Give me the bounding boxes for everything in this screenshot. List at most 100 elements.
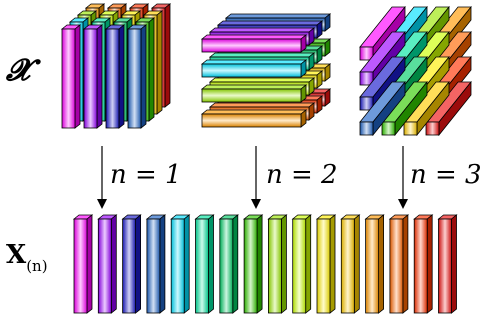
unfolding-arrows: [97, 146, 408, 209]
matrix-column-front: [267, 218, 282, 314]
matrix-column: [267, 214, 288, 314]
matrix-column-side: [280, 214, 287, 314]
matrix-column: [291, 214, 312, 314]
matrix-column-side: [329, 214, 336, 314]
cube1-slice-side: [140, 24, 147, 129]
matrix-column-side: [208, 214, 214, 314]
cube2-slab-top: [200, 59, 308, 65]
mode-1-label: n = 1: [110, 160, 182, 190]
tensor-cube-lateral-fibers: [359, 5, 472, 137]
tensor-cube-horizontal-slices: [200, 13, 332, 128]
cube2-slab-top: [208, 102, 316, 108]
unfolding-subscript: (n): [26, 257, 48, 275]
cube2-slab-top: [200, 84, 308, 90]
cube2-slab-front: [201, 38, 302, 53]
matrix-column-side: [183, 214, 190, 314]
cube2-slab: [200, 34, 308, 53]
tensor-label: 𝓧: [6, 53, 31, 88]
cube3-fiber: [359, 80, 406, 137]
mode-2-label: n = 2: [266, 160, 338, 190]
matrix-column-side: [86, 214, 93, 314]
matrix-column: [315, 214, 337, 314]
matrix-column: [364, 214, 385, 314]
cube1-slice-side: [96, 24, 103, 129]
cube1-slice-side: [118, 24, 125, 129]
matrix-column-front: [146, 218, 161, 314]
matrix-column: [145, 214, 167, 314]
cube1-slice: [126, 24, 148, 129]
matrix-column-side: [135, 214, 142, 314]
cube2-slab-top: [200, 109, 308, 115]
cube3-fiber-front: [359, 96, 374, 111]
cube1-slice: [104, 24, 126, 129]
cube2-slab-front: [201, 63, 302, 78]
matrix-column-front: [97, 218, 112, 314]
cube3-fiber-front: [359, 46, 374, 61]
unfolding-base: X: [6, 240, 27, 270]
matrix-column-front: [340, 218, 355, 314]
mode-1-arrow-head: [97, 199, 107, 209]
cube1-slice-side: [164, 3, 171, 108]
matrix-column-side: [426, 214, 433, 314]
matrix-column-front: [243, 218, 258, 314]
cube3-fiber-front: [359, 121, 374, 136]
cube1-slice: [60, 24, 82, 129]
matrix-column-front: [316, 218, 331, 314]
cube2-slab-top: [216, 20, 324, 26]
mode-3-arrow-head: [398, 199, 408, 209]
cube2-slab-top: [208, 77, 316, 83]
cube1-slice-front: [127, 28, 142, 129]
matrix-column-front: [438, 218, 452, 314]
matrix-column-front: [219, 218, 234, 314]
matrix-column: [121, 214, 142, 314]
matrix-column-side: [232, 214, 239, 314]
unfolded-matrix: [72, 214, 458, 314]
cube3-fiber-front: [359, 71, 374, 86]
cube3-fiber: [403, 80, 450, 137]
matrix-column: [340, 214, 361, 314]
tensor-cube-frontal-slices: [60, 3, 172, 129]
cube2-slab-top: [200, 34, 308, 40]
cube2-slab-front: [201, 88, 302, 103]
cube2-slab: [200, 109, 308, 128]
cube3-fiber-front: [381, 121, 396, 136]
cube3-fiber: [425, 80, 472, 137]
matrix-column: [242, 214, 264, 314]
matrix-column: [194, 214, 215, 314]
matrix-column: [97, 214, 118, 314]
matrix-column: [218, 214, 239, 314]
matrix-column-front: [292, 218, 307, 314]
matrix-column: [170, 214, 191, 314]
mode-2-arrow-head: [251, 199, 261, 209]
cube2-slab-top: [224, 13, 332, 19]
cube3-fiber-front: [425, 121, 440, 136]
matrix-column-side: [451, 214, 457, 314]
matrix-column-side: [159, 214, 166, 314]
cube3-fiber: [381, 80, 428, 137]
cube3-fiber-front: [403, 121, 418, 136]
matrix-column-side: [305, 214, 312, 314]
matrix-column-side: [353, 214, 360, 314]
cube1-slice: [82, 24, 104, 129]
matrix-column-front: [413, 218, 428, 314]
matrix-column-front: [389, 218, 404, 314]
matrix-column-side: [110, 214, 117, 314]
cube2-slab-front: [201, 113, 302, 128]
matrix-column: [72, 214, 94, 314]
cube1-slice-side: [148, 17, 155, 122]
matrix-column: [388, 214, 410, 314]
mode-3-label: n = 3: [410, 160, 482, 190]
matrix-column: [437, 214, 458, 314]
unfolding-label: X(n): [6, 240, 48, 274]
matrix-column-front: [365, 218, 380, 314]
matrix-column-front: [170, 218, 185, 314]
cube2-slab-top: [208, 27, 316, 33]
cube1-slice-side: [156, 10, 163, 115]
matrix-column: [413, 214, 434, 314]
cube2-slab-top: [208, 52, 316, 58]
matrix-column-side: [402, 214, 409, 314]
cube2-slab: [200, 84, 308, 103]
matrix-column-front: [73, 218, 88, 314]
